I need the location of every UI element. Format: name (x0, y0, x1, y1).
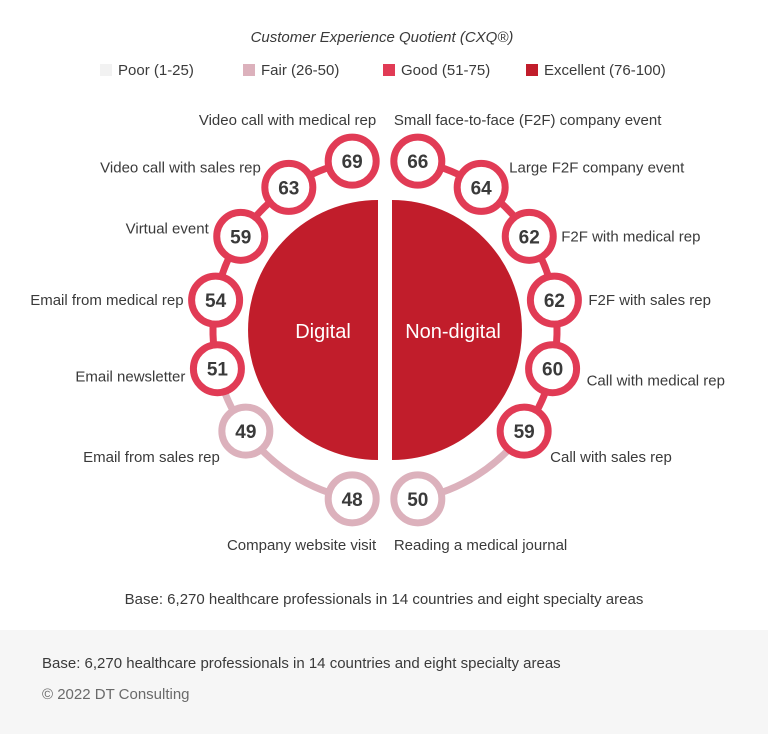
footer-band (0, 630, 768, 734)
legend-swatch (383, 64, 395, 76)
legend-label: Good (51-75) (401, 62, 490, 79)
score-value: 63 (278, 178, 299, 199)
channel-label: Small face-to-face (F2F) company event (394, 112, 662, 129)
score-value: 49 (235, 422, 256, 443)
legend: Poor (1-25) Fair (26-50) Good (51-75) Excel… (100, 62, 666, 79)
score-value: 64 (471, 178, 493, 199)
score-node (189, 341, 245, 397)
score-node (218, 403, 274, 459)
score-node (324, 133, 380, 189)
cxq-chart: Customer Experience Quotient (CXQ®) Poor… (30, 29, 725, 608)
channel-label: Video call with medical rep (199, 112, 376, 129)
score-node (453, 159, 509, 215)
channel-label: F2F with sales rep (588, 292, 711, 309)
channel-label: Video call with sales rep (100, 159, 261, 176)
footer-copyright: © 2022 DT Consulting (42, 686, 190, 703)
footer-base-note: Base: 6,270 healthcare professionals in … (42, 655, 561, 672)
score-node (213, 208, 269, 264)
score-node (496, 403, 552, 459)
legend-swatch (526, 64, 538, 76)
score-nodes: 66 Small face-to-face (F2F) company event… (30, 112, 725, 554)
channel-label: Email from sales rep (83, 449, 220, 466)
channel-label: Email newsletter (75, 369, 185, 386)
score-value: 51 (207, 360, 229, 381)
score-value: 69 (342, 152, 363, 173)
channel-label: Call with medical rep (587, 373, 725, 390)
non-digital-label: Non-digital (405, 321, 501, 343)
score-node (525, 341, 581, 397)
score-value: 50 (407, 490, 428, 511)
channel-label: Large F2F company event (509, 159, 685, 176)
non-digital-half (392, 200, 522, 460)
score-node (390, 471, 446, 527)
score-node (390, 133, 446, 189)
channel-label: Email from medical rep (30, 292, 183, 309)
score-value: 62 (544, 291, 565, 312)
score-value: 59 (514, 422, 535, 443)
chart-base-note: Base: 6,270 healthcare professionals in … (125, 591, 644, 608)
chart-title: Customer Experience Quotient (CXQ®) (251, 29, 514, 46)
center-halves: Digital Non-digital (248, 200, 522, 460)
digital-half (248, 200, 378, 460)
score-value: 66 (407, 152, 428, 173)
score-node (188, 272, 244, 328)
score-value: 60 (542, 360, 563, 381)
score-value: 54 (205, 291, 227, 312)
digital-label: Digital (295, 321, 351, 343)
channel-label: Reading a medical journal (394, 537, 567, 554)
score-value: 48 (342, 490, 363, 511)
channel-label: Company website visit (227, 537, 377, 554)
score-node (526, 272, 582, 328)
legend-label: Fair (26-50) (261, 62, 339, 79)
channel-label: Virtual event (126, 220, 210, 237)
legend-swatch (243, 64, 255, 76)
score-value: 59 (230, 227, 251, 248)
score-node (324, 471, 380, 527)
score-node (261, 159, 317, 215)
legend-label: Excellent (76-100) (544, 62, 666, 79)
score-value: 62 (519, 227, 540, 248)
score-node (501, 208, 557, 264)
channel-label: F2F with medical rep (561, 228, 700, 245)
legend-label: Poor (1-25) (118, 62, 194, 79)
legend-swatch (100, 64, 112, 76)
channel-label: Call with sales rep (550, 449, 672, 466)
